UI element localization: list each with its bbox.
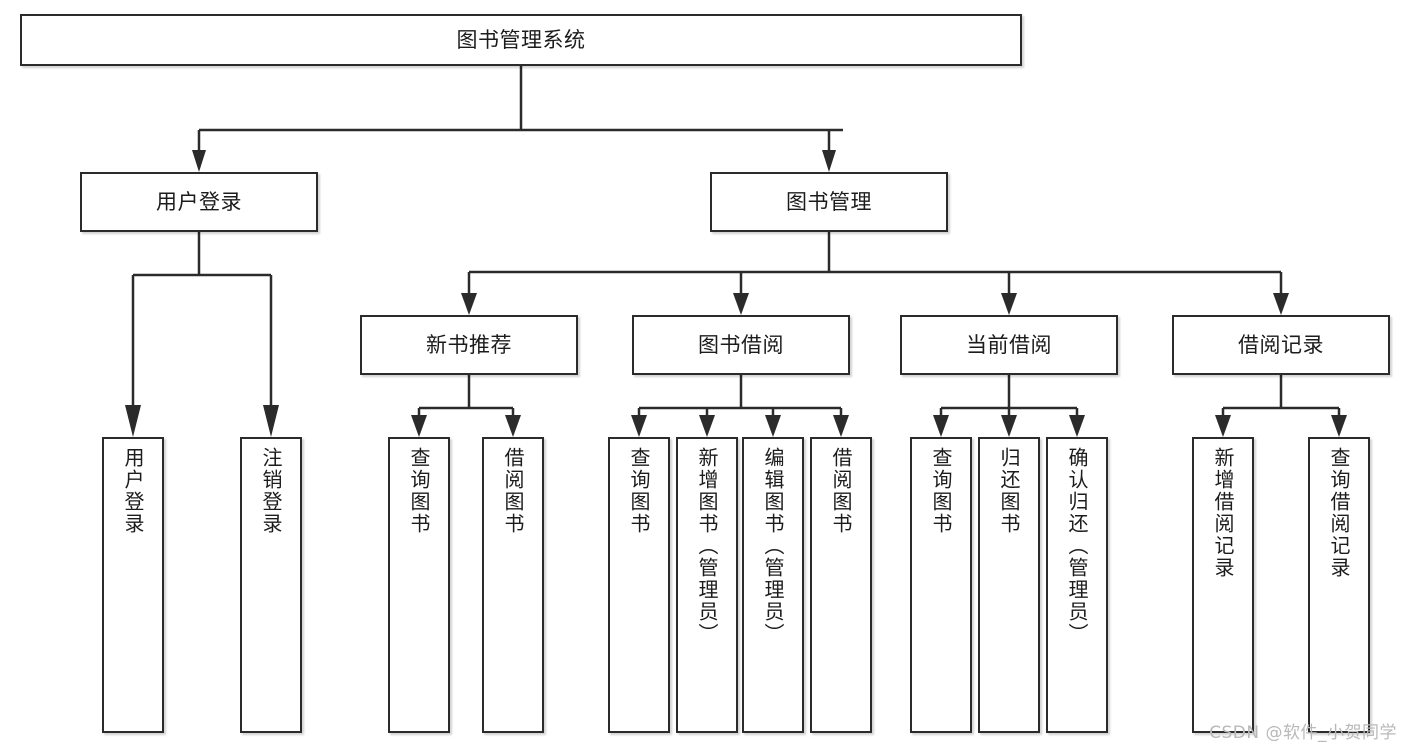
leaf-current-borrow-return-book[interactable]: 归还图书	[978, 437, 1040, 733]
node-book-borrow[interactable]: 图书借阅	[632, 315, 850, 375]
node-label: 用户登录	[156, 189, 242, 214]
node-label: 图书借阅	[698, 332, 784, 357]
node-label: 查询借阅记录	[1327, 447, 1351, 579]
node-new-book-recommend[interactable]: 新书推荐	[360, 315, 578, 375]
node-label: 借阅图书	[501, 447, 525, 535]
leaf-new-book-borrow-book[interactable]: 借阅图书	[482, 437, 544, 733]
node-book-management[interactable]: 图书管理	[710, 172, 948, 232]
node-label: 借阅记录	[1238, 332, 1324, 357]
leaf-user-login-logout[interactable]: 注销登录	[240, 437, 302, 733]
node-root-library-system[interactable]: 图书管理系统	[20, 14, 1022, 66]
leaf-book-borrow-borrow-book[interactable]: 借阅图书	[810, 437, 872, 733]
node-label: 注销登录	[259, 447, 283, 535]
csdn-watermark: CSDN @软件_小贺同学	[1209, 723, 1397, 743]
node-label: 新书推荐	[426, 332, 512, 357]
node-label: 查询图书	[929, 447, 953, 535]
node-label: 当前借阅	[966, 332, 1052, 357]
node-user-login[interactable]: 用户登录	[80, 172, 318, 232]
leaf-new-book-query-book[interactable]: 查询图书	[388, 437, 450, 733]
node-label: 图书管理系统	[456, 27, 586, 52]
node-label: 归还图书	[997, 447, 1021, 535]
leaf-book-borrow-add-book-admin[interactable]: 新增图书（管理员）	[676, 437, 738, 733]
node-label: 用户登录	[121, 447, 145, 535]
node-label: 新增借阅记录	[1211, 447, 1235, 579]
leaf-book-borrow-query-book[interactable]: 查询图书	[608, 437, 670, 733]
node-label: 借阅图书	[829, 447, 853, 535]
leaf-current-borrow-confirm-return-admin[interactable]: 确认归还（管理员）	[1046, 437, 1108, 733]
node-label: 新增图书（管理员）	[695, 447, 719, 645]
node-borrow-record[interactable]: 借阅记录	[1172, 315, 1390, 375]
node-label: 查询图书	[627, 447, 651, 535]
leaf-current-borrow-query-book[interactable]: 查询图书	[910, 437, 972, 733]
node-label: 确认归还（管理员）	[1065, 447, 1089, 645]
node-label: 查询图书	[407, 447, 431, 535]
leaf-borrow-record-add-record[interactable]: 新增借阅记录	[1192, 437, 1254, 733]
leaf-book-borrow-edit-book-admin[interactable]: 编辑图书（管理员）	[742, 437, 804, 733]
leaf-borrow-record-query-record[interactable]: 查询借阅记录	[1308, 437, 1370, 733]
node-label: 编辑图书（管理员）	[761, 447, 785, 645]
node-current-borrow[interactable]: 当前借阅	[900, 315, 1118, 375]
node-label: 图书管理	[786, 189, 872, 214]
leaf-user-login-login[interactable]: 用户登录	[102, 437, 164, 733]
